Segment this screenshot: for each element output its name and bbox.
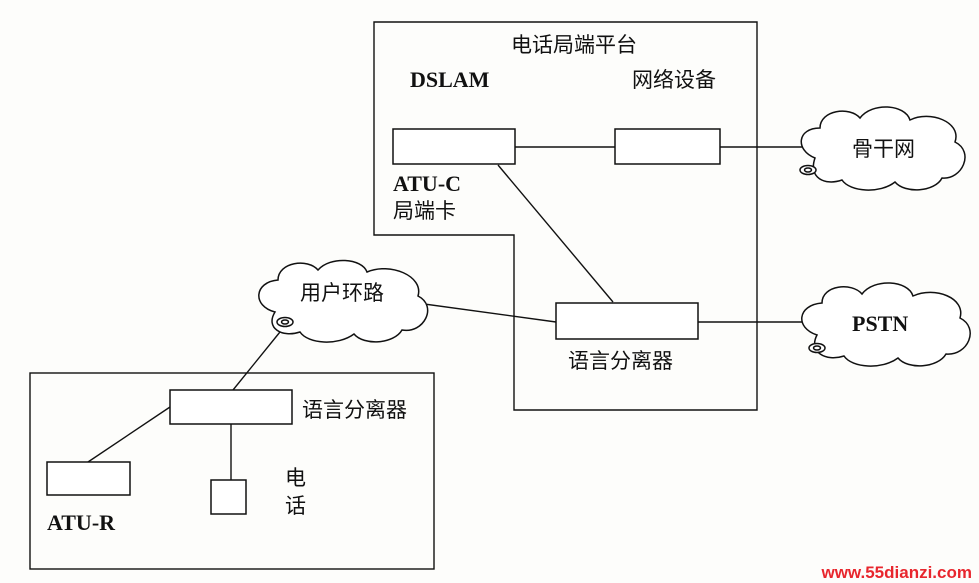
customer-splitter-box (169, 389, 293, 425)
office-card-label: 局端卡 (393, 199, 456, 223)
central-office-title: 电话局端平台 (511, 33, 637, 57)
telephone-label-line2: 话 (285, 494, 306, 518)
office-splitter-label: 语言分离器 (568, 349, 673, 373)
line-loop-to-customer-splitter (232, 326, 285, 391)
dslam-label: DSLAM (410, 67, 490, 92)
atu-c-label: ATU-C (393, 171, 461, 196)
backbone-cloud (799, 106, 966, 191)
user-loop-cloud (258, 259, 429, 343)
backbone-label: 骨干网 (852, 137, 915, 161)
watermark: www.55dianzi.com (820, 563, 972, 582)
atu-c-card-box (392, 128, 516, 165)
network-equipment-box (614, 128, 721, 165)
pstn-label: PSTN (852, 311, 908, 336)
line-atuc-to-office-splitter (497, 164, 614, 303)
telephone-box (210, 479, 247, 515)
customer-splitter-label: 语言分离器 (302, 398, 407, 422)
telephone-label-line1: 电 (285, 466, 306, 490)
network-equipment-label: 网络设备 (632, 68, 716, 92)
line-customer-splitter-to-atur (87, 406, 171, 463)
pstn-cloud (801, 282, 971, 367)
atu-r-label: ATU-R (47, 510, 116, 535)
customer-premises-boundary (29, 372, 435, 570)
central-office-boundary (373, 21, 758, 411)
atu-r-box (46, 461, 131, 496)
user-loop-label: 用户环路 (300, 281, 384, 305)
office-splitter-box (555, 302, 699, 340)
